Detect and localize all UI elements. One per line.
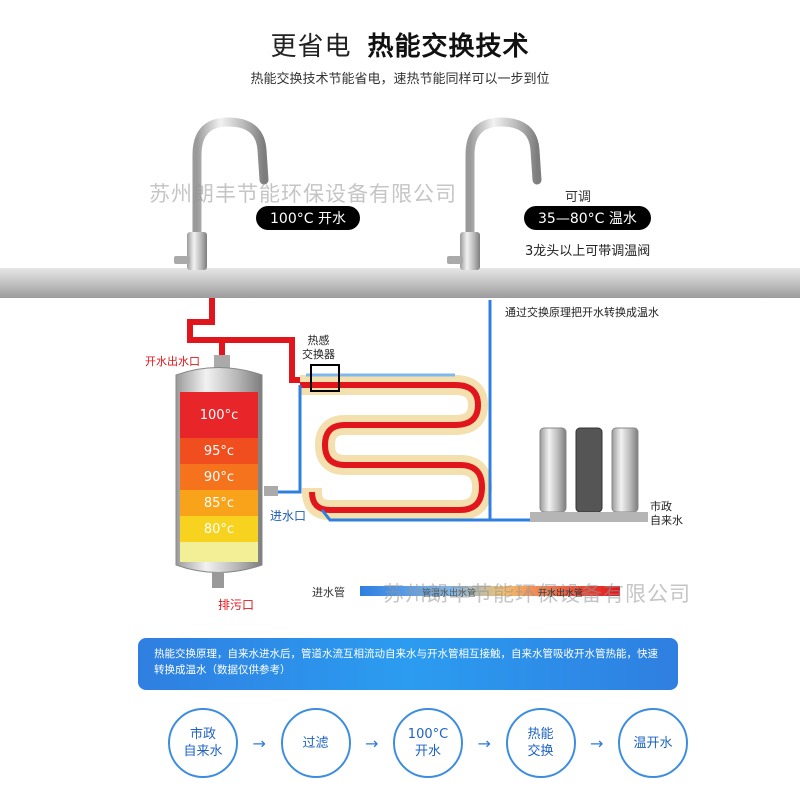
step-boiling-water: 100°C 开水: [393, 708, 463, 778]
watermark-bottom: 苏州朗丰节能环保设备有限公司: [383, 582, 691, 606]
transfer-note: 通过交换原理把开水转换成温水: [505, 306, 659, 319]
arrow-icon: →: [477, 733, 491, 753]
exchanger-label: 热感 交换器: [302, 334, 335, 361]
arrow-icon: →: [252, 733, 266, 753]
left-faucet: [174, 117, 269, 270]
tank-band-3: 90°c: [180, 464, 258, 490]
warm-water-pill: 35—80°C 温水: [524, 206, 651, 230]
step-municipal-water: 市政 自来水: [168, 708, 238, 778]
serpentine-exchanger: [300, 373, 492, 520]
tank-band-2: 95°c: [180, 438, 258, 464]
page-subtitle: 热能交换技术节能省电，速热节能同样可以一步到位: [250, 72, 550, 87]
right-faucet: [447, 117, 542, 270]
adjustable-label: 可调: [565, 190, 592, 205]
process-flow: 市政 自来水 → 过滤 → 100°C 开水 → 热能 交换 → 温开水: [168, 706, 688, 780]
hot-water-pill: 100°C 开水: [256, 206, 360, 230]
arrow-icon: →: [590, 733, 604, 753]
legend-bar: [360, 586, 620, 596]
valve-note: 3龙头以上可带调温阀: [525, 244, 651, 259]
step-warm-water: 温开水: [618, 708, 688, 778]
tank-band-base: [180, 542, 258, 562]
tank-band-5: 80°c: [180, 516, 258, 542]
title-light: 更省电: [270, 32, 352, 62]
legend-mid: 管温水出水管: [422, 589, 477, 599]
tank-band-4: 85°c: [180, 490, 258, 516]
counter-slab: [0, 268, 800, 298]
step-heat-exchange: 热能 交换: [505, 708, 576, 778]
step-filter: 过滤: [280, 708, 351, 778]
legend-hot: 开水出水管: [538, 589, 584, 599]
hot-outlet-label: 开水出水口: [145, 355, 200, 368]
tank-band-1: 100°c: [180, 392, 258, 438]
page-title: 更省电热能交换技术: [0, 26, 800, 63]
municipal-label: 市政 自来水: [650, 500, 683, 527]
legend-inlet: 进水管: [312, 586, 345, 599]
info-box: 热能交换原理，自来水进水后，管道水流互相流动自来水与开水管相互接触，自来水管吸收…: [138, 638, 678, 690]
inlet-label: 进水口: [270, 509, 307, 523]
filter-cartridges: [530, 427, 648, 522]
plumbing-diagram: [0, 117, 800, 596]
arrow-icon: →: [365, 733, 379, 753]
exchanger-box: [310, 364, 340, 392]
watermark-top: 苏州朗丰节能环保设备有限公司: [149, 182, 457, 206]
title-bold: 热能交换技术: [367, 32, 530, 62]
drain-label: 排污口: [218, 598, 255, 612]
